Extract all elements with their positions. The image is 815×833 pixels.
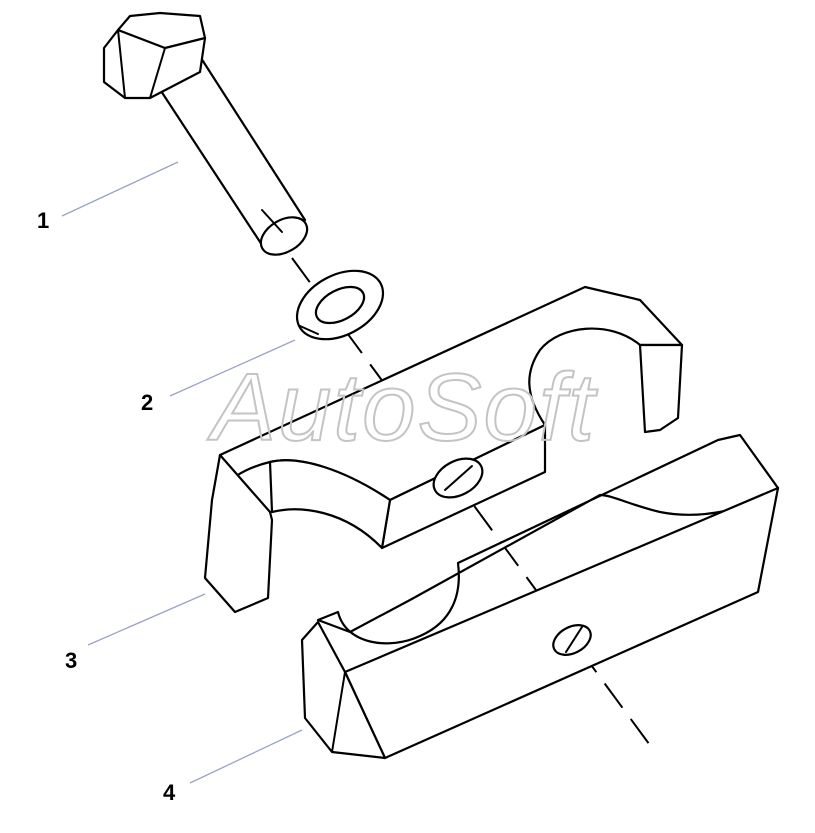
upper-clamp-end-face	[203, 453, 274, 614]
washer-inner-hole	[314, 285, 366, 325]
callout-4: 4	[163, 780, 176, 805]
lower-clamp-half	[300, 433, 780, 760]
callout-2: 2	[141, 390, 153, 415]
spring-washer	[295, 269, 385, 341]
lower-clamp-top-face	[316, 433, 780, 645]
watermark: AutoSoft	[207, 354, 598, 461]
lower-clamp-bolt-hole	[552, 624, 592, 656]
upper-clamp-right-end	[638, 343, 684, 434]
bolt-thread-end	[259, 216, 309, 256]
lower-clamp-hole-axis	[565, 626, 583, 653]
leader-line-4	[189, 729, 303, 784]
leader-line-1	[61, 161, 179, 217]
callout-3: 3	[65, 648, 77, 673]
bolt-thread-line	[261, 209, 283, 233]
callout-1: 1	[37, 208, 49, 233]
upper-clamp-notch	[268, 459, 392, 550]
leader-line-2	[169, 339, 296, 397]
washer-split	[299, 325, 319, 335]
leader-line-3	[87, 593, 206, 646]
upper-clamp-top-face	[218, 285, 684, 502]
bolt-head-edge	[149, 47, 166, 99]
hex-bolt	[102, 11, 309, 256]
lower-clamp-end-face	[300, 620, 387, 760]
upper-clamp-half	[203, 285, 684, 614]
lower-clamp-chamfer-edge	[331, 671, 346, 753]
bolt-head-edge-2	[117, 29, 126, 99]
upper-clamp-hole-axis	[444, 465, 473, 491]
assembly-axis-line	[291, 257, 656, 753]
